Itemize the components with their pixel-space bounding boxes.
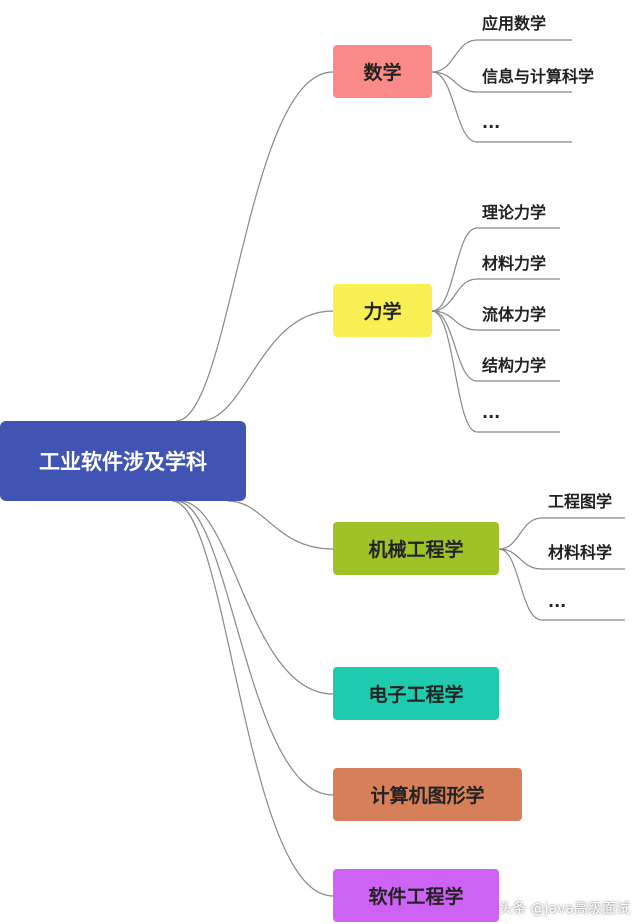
leaf-math-1: 信息与计算科学 xyxy=(482,67,595,86)
leaf-mechanics-2: 流体力学 xyxy=(482,305,547,324)
leaf-mechanics-1: 材料力学 xyxy=(482,254,547,273)
branch-node-mechanical-engineering: 机械工程学 xyxy=(333,522,499,575)
math-leaf-connector-2 xyxy=(431,71,572,143)
mechanics-leaf-connector-2 xyxy=(431,310,560,331)
mecheng-leaf-connector-0 xyxy=(498,517,625,550)
mechanics-leaf-connector-1 xyxy=(431,278,560,312)
mechanics-leaf-connector-0 xyxy=(431,227,560,312)
leaf-mecheng-1: 材料科学 xyxy=(548,543,613,562)
branch-node-software-engineering: 软件工程学 xyxy=(333,869,499,922)
leaf-math-0: 应用数学 xyxy=(482,14,547,33)
root-connector-5 xyxy=(171,500,334,897)
leaf-mechanics-4: ... xyxy=(482,403,501,422)
mecheng-leaf-connector-2 xyxy=(498,548,625,621)
root-connector-3 xyxy=(179,500,334,695)
root-node: 工业软件涉及学科 xyxy=(0,421,246,501)
mecheng-leaf-connector-1 xyxy=(498,548,625,570)
leaf-mecheng-2: ... xyxy=(548,592,567,611)
leaf-mechanics-0: 理论力学 xyxy=(482,203,547,222)
leaf-mecheng-0: 工程图学 xyxy=(548,492,613,511)
root-connector-2 xyxy=(227,500,334,550)
mechanics-leaf-connector-3 xyxy=(431,310,560,382)
branch-node-computer-graphics: 计算机图形学 xyxy=(333,768,522,821)
branch-node-mechanics: 力学 xyxy=(333,284,432,337)
root-connector-1 xyxy=(199,310,334,422)
root-connector-0 xyxy=(175,71,334,422)
branch-node-electronic-engineering: 电子工程学 xyxy=(333,667,499,720)
root-connector-4 xyxy=(175,500,334,796)
math-leaf-connector-0 xyxy=(431,39,572,73)
watermark: 头条 @java高级面试 xyxy=(498,901,630,917)
math-leaf-connector-1 xyxy=(431,71,572,93)
leaf-mechanics-3: 结构力学 xyxy=(482,356,547,375)
branch-node-math: 数学 xyxy=(333,45,432,98)
mechanics-leaf-connector-4 xyxy=(431,310,560,433)
leaf-math-2: ... xyxy=(482,113,501,132)
